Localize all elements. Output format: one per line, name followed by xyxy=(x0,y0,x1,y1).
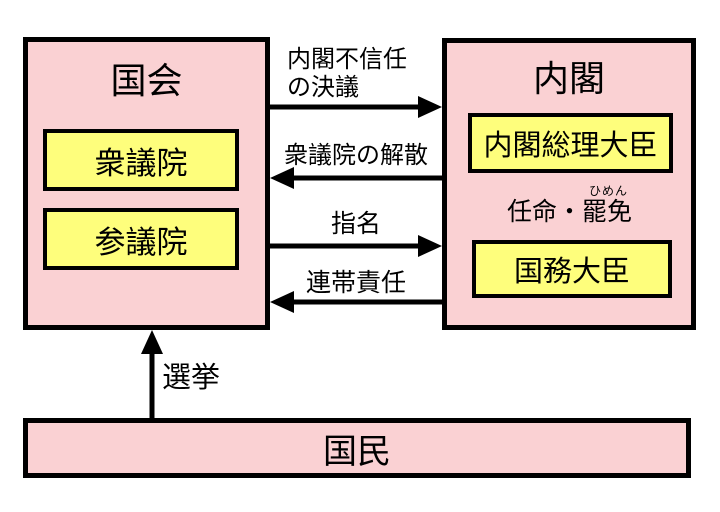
house-of-representatives-box: 衆議院 xyxy=(43,129,239,191)
nomination-label: 指名 xyxy=(330,209,381,238)
diet-box: 国会 衆議院 参議院 xyxy=(23,37,270,330)
dissolution-label: 衆議院の解散 xyxy=(284,141,428,169)
house-of-councillors-label: 参議院 xyxy=(94,224,188,261)
appointment-furigana: ひめん xyxy=(589,184,629,198)
prime-minister-box: 内閣総理大臣 xyxy=(468,113,673,173)
prime-minister-label: 内閣総理大臣 xyxy=(483,128,658,162)
appointment-label-group: ひめん 任命・罷免 xyxy=(507,184,632,226)
election-arrow xyxy=(141,330,163,418)
no-confidence-label-line1: 内閣不信任 xyxy=(287,45,407,73)
joint-responsibility-label: 連帯責任 xyxy=(305,268,406,297)
election-label: 選挙 xyxy=(162,360,221,394)
cabinet-title: 内閣 xyxy=(532,59,605,100)
diet-title: 国会 xyxy=(110,61,183,102)
no-confidence-label: 内閣不信任 の決議 xyxy=(287,45,407,102)
dissolution-arrow xyxy=(270,167,442,189)
people-box: 国民 xyxy=(23,418,691,478)
people-label: 国民 xyxy=(323,431,391,472)
ministers-label: 国務大臣 xyxy=(513,254,630,288)
cabinet-box: 内閣 内閣総理大臣 国務大臣 ひめん 任命・罷免 xyxy=(442,38,696,330)
ministers-box: 国務大臣 xyxy=(472,240,672,298)
house-of-representatives-label: 衆議院 xyxy=(94,145,188,182)
house-of-councillors-box: 参議院 xyxy=(43,208,239,270)
no-confidence-label-line2: の決議 xyxy=(287,73,359,102)
appointment-label: 任命・罷免 xyxy=(507,197,633,226)
